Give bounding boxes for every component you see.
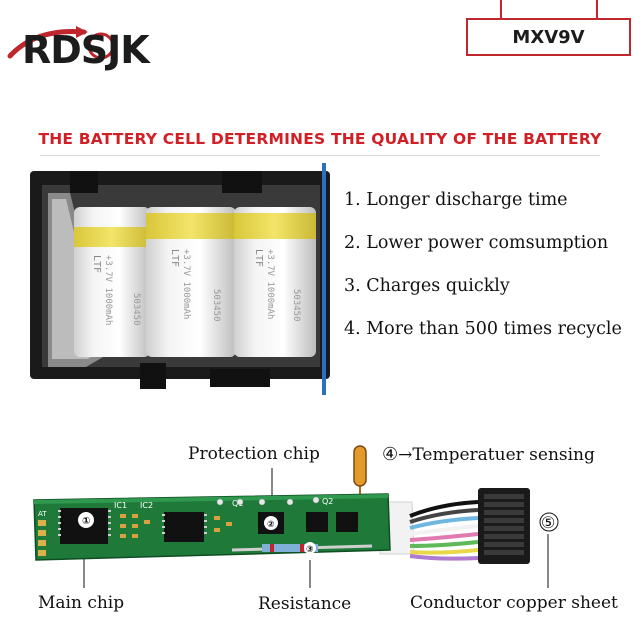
logo-swoosh-icon — [7, 26, 115, 60]
cell-rating: +3.7V 1000mAh — [265, 249, 275, 319]
smd-components — [120, 514, 232, 538]
feature-item: 1. Longer discharge time — [344, 190, 568, 210]
label-main-chip: Main chip — [38, 593, 125, 613]
brand-logo: RDSJK — [6, 22, 181, 82]
cell-label: LTF — [253, 249, 264, 267]
model-number: MXV9V — [512, 26, 585, 48]
marker-4: ④ — [382, 444, 399, 465]
cell-model: 503450 — [131, 293, 141, 326]
edge-pads — [38, 520, 46, 556]
pack-clip — [140, 363, 166, 389]
marker-5: ⑤ — [541, 513, 555, 532]
feature-item: 2. Lower power comsumption — [344, 233, 609, 253]
label-temperature-sensing: ④→Temperatuer sensing — [382, 444, 595, 465]
connector-plug — [478, 488, 530, 564]
headline: THE BATTERY CELL DETERMINES THE QUALITY … — [38, 130, 602, 148]
cell-rating: +3.7V 1000mAh — [181, 249, 191, 319]
battery-cell-2: LTF +3.7V 1000mAh 503450 — [146, 207, 236, 357]
marker-3: ③ — [306, 545, 314, 555]
feature-list: 1. Longer discharge time 2. Lower power … — [344, 186, 622, 358]
cell-label: LTF — [91, 255, 102, 273]
headline-divider — [40, 155, 600, 156]
silkscreen-label: IC2 — [140, 501, 153, 510]
label-resistance: Resistance — [258, 594, 352, 614]
label-temperature-text: Temperatuer sensing — [412, 445, 595, 465]
cell-label: LTF — [169, 249, 180, 267]
pcb-illustration: IC1 IC2 Q1 Q2 AT ① — [33, 445, 559, 588]
pack-tab — [222, 171, 262, 193]
wire-harness — [409, 500, 479, 561]
arrow-right-icon: → — [398, 445, 413, 465]
resistance-strip: ③ — [231, 542, 373, 555]
marker-1: ① — [82, 516, 90, 527]
test-points — [216, 496, 320, 506]
feature-item: 3. Charges quickly — [344, 276, 510, 296]
model-box-tick — [500, 0, 502, 18]
silkscreen-label: AT — [38, 510, 47, 518]
battery-pack-illustration: LTF +3.7V 1000mAh 503450 LTF +3.7V 1000m… — [30, 163, 330, 395]
silkscreen-label: Q2 — [322, 497, 333, 506]
battery-cell-3: LTF +3.7V 1000mAh 503450 — [234, 207, 316, 357]
feature-item: 4. More than 500 times recycle — [344, 319, 622, 339]
logo-text: RDSJK — [22, 28, 150, 72]
pack-edge — [322, 163, 326, 395]
pack-tab — [70, 171, 98, 193]
mosfet-chip — [306, 512, 328, 532]
pack-clip — [210, 369, 270, 387]
model-box-tick — [596, 0, 598, 18]
protection-chip: ② — [258, 512, 284, 534]
main-chip: ① — [58, 508, 111, 544]
silkscreen-label: IC1 — [114, 501, 127, 510]
cell-rating: +3.7V 1000mAh — [103, 255, 113, 325]
label-conductor-copper-sheet: Conductor copper sheet — [410, 593, 618, 613]
cell-model: 503450 — [291, 289, 301, 322]
mosfet-chip — [336, 512, 358, 532]
marker-2: ② — [267, 520, 275, 530]
secondary-chip — [162, 512, 207, 542]
thermistor — [353, 445, 367, 498]
battery-cell-1: LTF +3.7V 1000mAh 503450 — [74, 207, 150, 357]
label-protection-chip: Protection chip — [188, 444, 320, 464]
model-box — [466, 18, 631, 56]
cell-model: 503450 — [211, 289, 221, 322]
